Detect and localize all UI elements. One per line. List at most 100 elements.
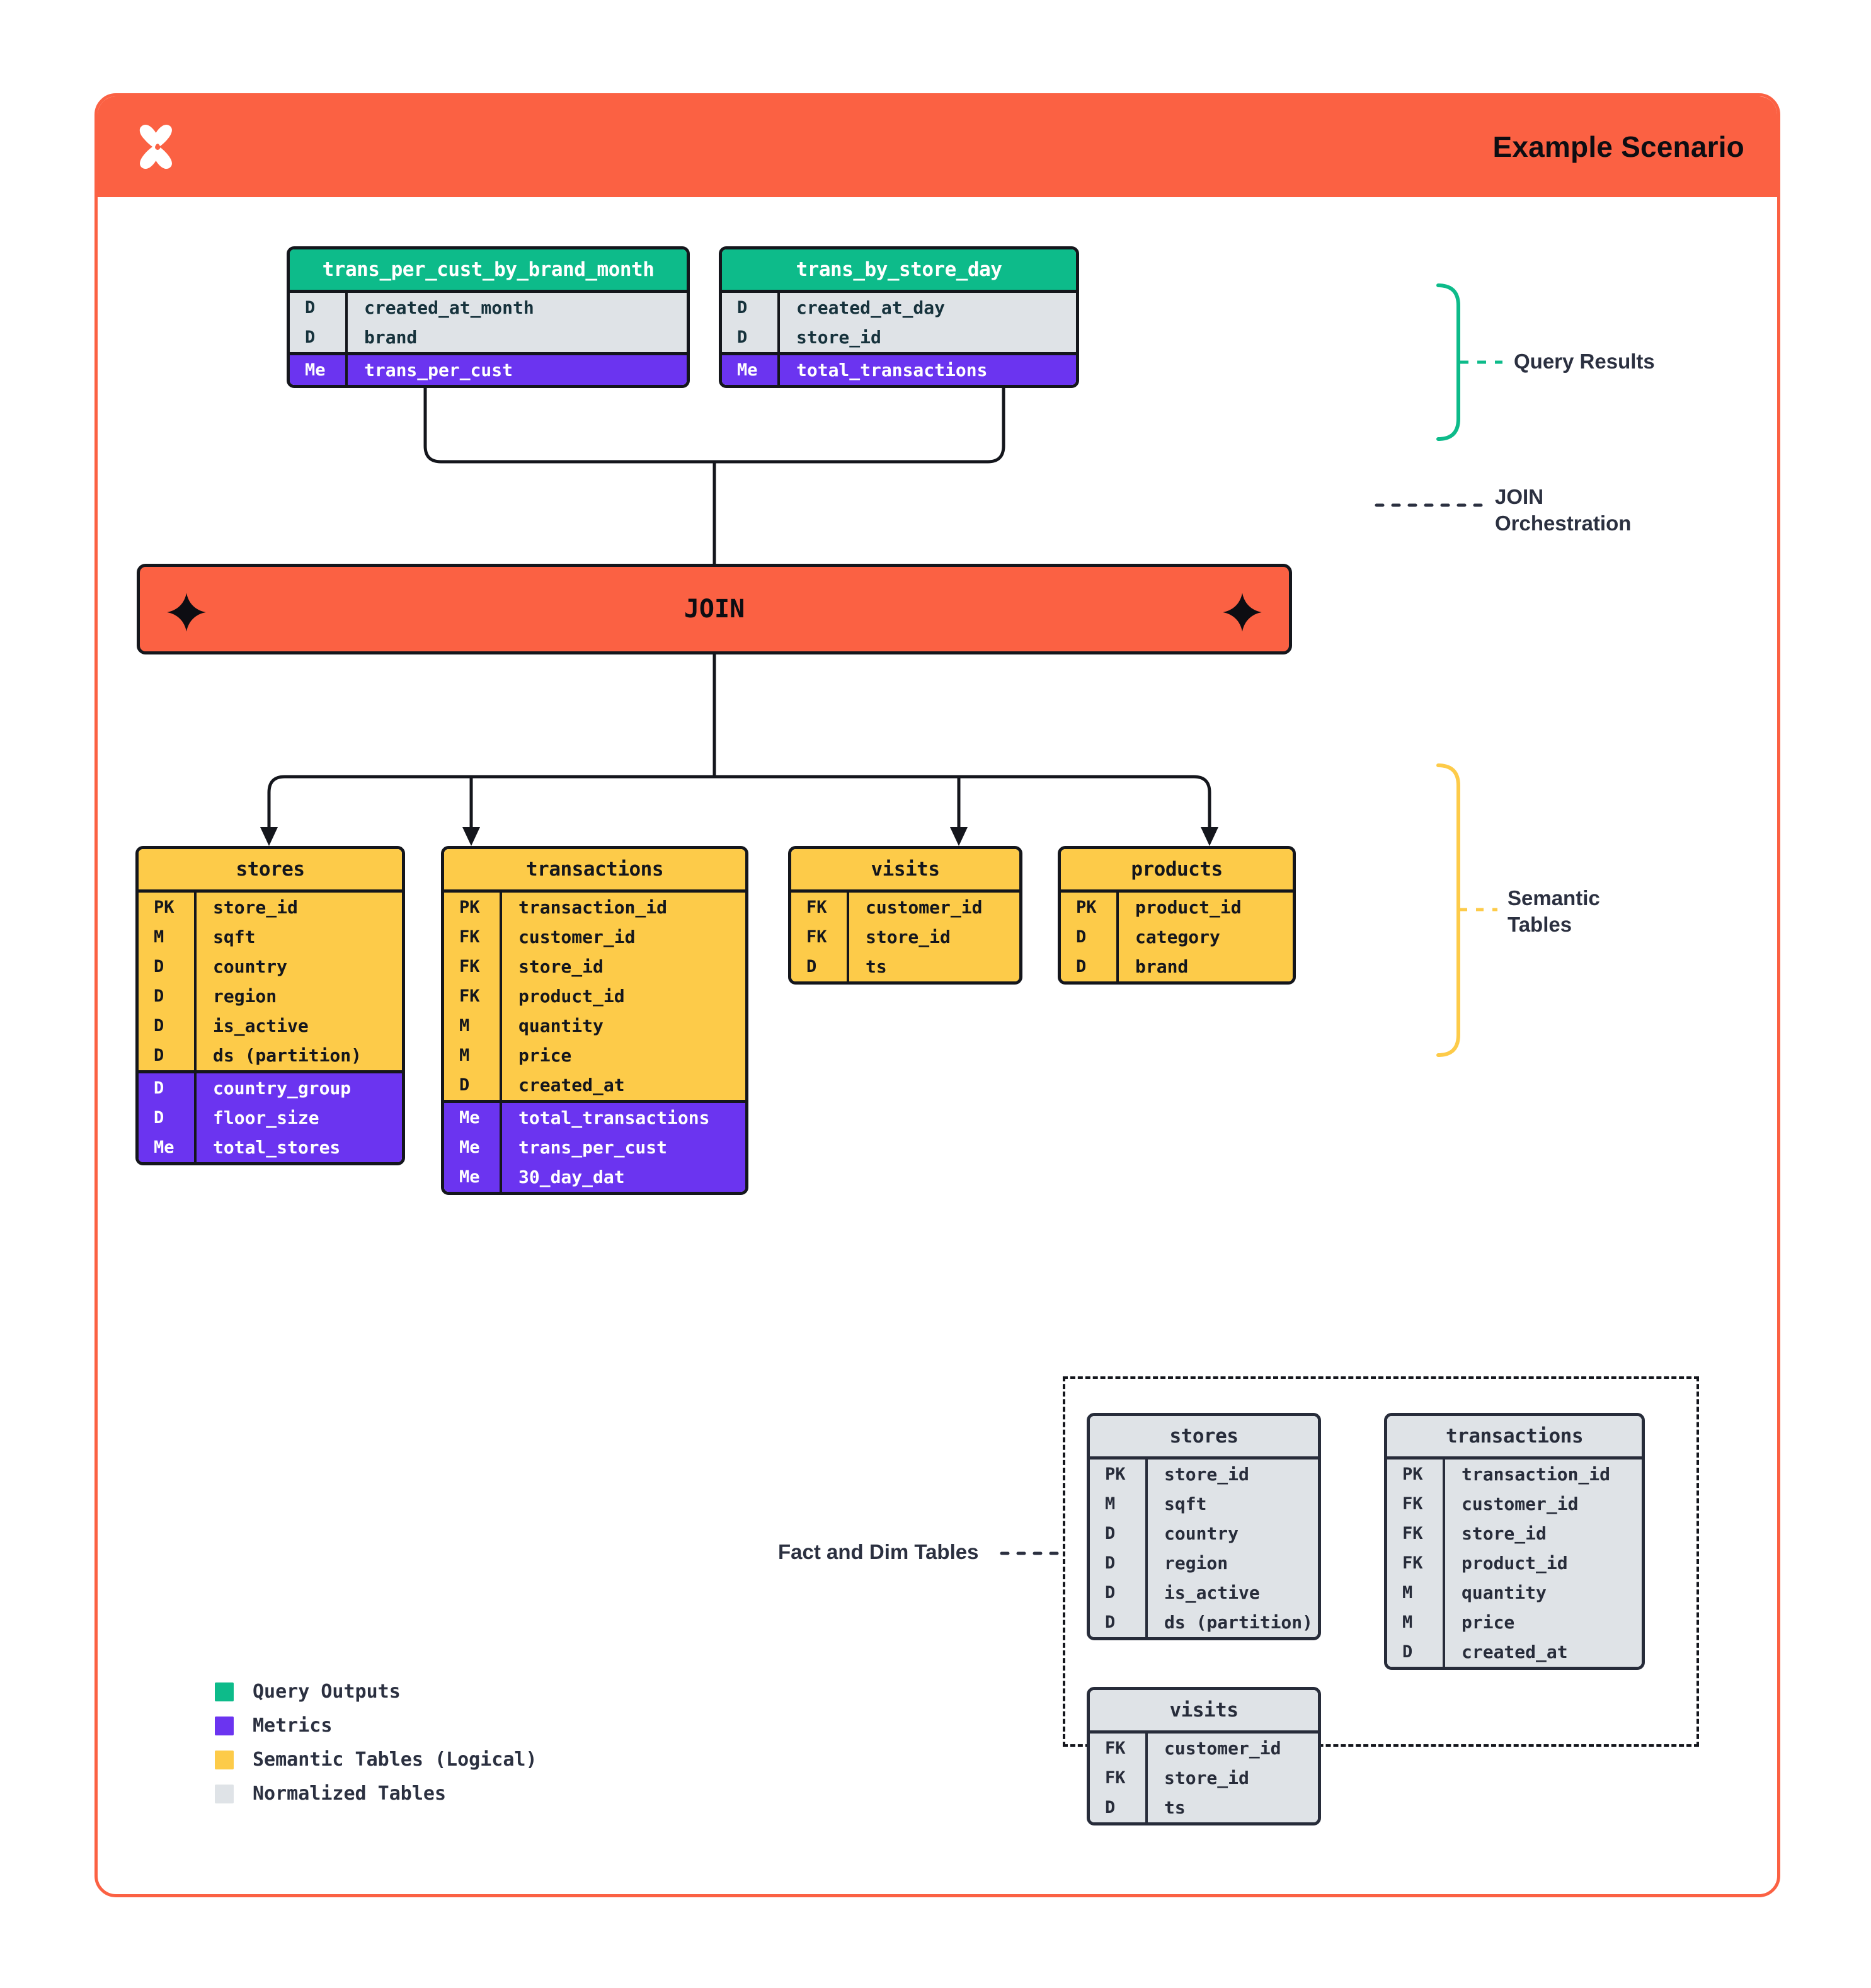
column-field: product_id xyxy=(1135,897,1242,918)
table-row: D created_at_day xyxy=(722,293,1076,323)
column-key: PK xyxy=(444,893,502,922)
query-result-table-0[interactable]: trans_per_cust_by_brand_month D created_… xyxy=(287,246,690,388)
column-key: D xyxy=(1090,1548,1148,1578)
fact-dim-tables-group xyxy=(1063,1376,1699,1747)
column-field: transaction_id xyxy=(518,897,668,918)
column-key: Me xyxy=(139,1133,197,1162)
legend-item-metrics: Metrics xyxy=(215,1715,537,1737)
table-row: Me total_transactions xyxy=(722,355,1076,385)
column-field: quantity xyxy=(518,1015,604,1036)
legend-item-query-outputs: Query Outputs xyxy=(215,1681,537,1703)
table-row: Me trans_per_cust xyxy=(290,355,687,385)
annotation-fact-and-dim-tables: Fact and Dim Tables xyxy=(778,1540,979,1563)
column-key: PK xyxy=(1061,893,1119,922)
column-field: 30_day_dat xyxy=(518,1167,625,1187)
column-key: FK xyxy=(1387,1548,1445,1578)
column-field: total_stores xyxy=(213,1137,341,1158)
legend-label: Query Outputs xyxy=(253,1681,401,1703)
column-field: total_transactions xyxy=(518,1107,710,1128)
column-key: D xyxy=(1090,1793,1148,1822)
column-key: FK xyxy=(1090,1734,1148,1763)
column-key: D xyxy=(722,323,780,352)
page-title: Example Scenario xyxy=(1492,130,1744,163)
annotation-query-results: Query Results xyxy=(1514,350,1655,373)
column-field: customer_id xyxy=(1164,1738,1281,1759)
column-key: D xyxy=(722,293,780,323)
sparkle-icon xyxy=(167,593,206,632)
join-orchestration-bar[interactable]: JOIN xyxy=(137,564,1292,654)
column-field: created_at_month xyxy=(364,297,534,318)
legend-swatch-icon xyxy=(215,1750,234,1769)
legend-label: Semantic Tables (Logical) xyxy=(253,1749,537,1771)
column-key: FK xyxy=(791,922,849,952)
legend: Query Outputs Metrics Semantic Tables (L… xyxy=(215,1681,537,1817)
column-key: FK xyxy=(1387,1489,1445,1519)
join-label: JOIN xyxy=(684,595,745,624)
column-key: Me xyxy=(444,1103,502,1133)
column-field: region xyxy=(213,986,277,1007)
legend-swatch-icon xyxy=(215,1784,234,1803)
column-field: total_transactions xyxy=(796,360,988,380)
column-field: store_id xyxy=(1164,1464,1249,1485)
column-key: D xyxy=(444,1070,502,1100)
column-key: M xyxy=(1090,1489,1148,1519)
column-key: PK xyxy=(139,893,197,922)
column-field: created_at_day xyxy=(796,297,946,318)
table-title: transactions xyxy=(1387,1416,1642,1460)
column-field: sqft xyxy=(1164,1494,1207,1514)
column-field: country xyxy=(213,956,288,977)
column-key: D xyxy=(139,981,197,1011)
column-key: D xyxy=(1090,1578,1148,1608)
table-row: FK customer_id xyxy=(1090,1734,1318,1763)
diagram-frame: Example Scenario xyxy=(94,93,1780,1897)
legend-swatch-icon xyxy=(215,1716,234,1735)
column-field: brand xyxy=(364,327,418,348)
table-title: visits xyxy=(791,849,1019,893)
table-metric-section: Me total_transactions xyxy=(722,352,1076,385)
column-key: D xyxy=(290,323,348,352)
column-field: price xyxy=(518,1045,572,1066)
query-result-table-1[interactable]: trans_by_store_day D created_at_day D st… xyxy=(719,246,1079,388)
column-field: floor_size xyxy=(213,1107,319,1128)
column-key: D xyxy=(791,952,849,981)
column-key: PK xyxy=(1090,1460,1148,1489)
column-key: FK xyxy=(1090,1763,1148,1793)
sparkle-icon xyxy=(1223,593,1262,632)
table-row: Me total_transactions xyxy=(444,1103,745,1133)
column-field: category xyxy=(1135,927,1220,947)
table-row: PK store_id xyxy=(1090,1460,1318,1489)
table-title: stores xyxy=(1090,1416,1318,1460)
column-key: D xyxy=(139,1073,197,1103)
column-field: sqft xyxy=(213,927,256,947)
column-field: ts xyxy=(866,956,887,977)
table-row: D created_at_month xyxy=(290,293,687,323)
legend-label: Metrics xyxy=(253,1715,333,1737)
column-key: FK xyxy=(1387,1519,1445,1548)
table-title: trans_by_store_day xyxy=(722,249,1076,293)
